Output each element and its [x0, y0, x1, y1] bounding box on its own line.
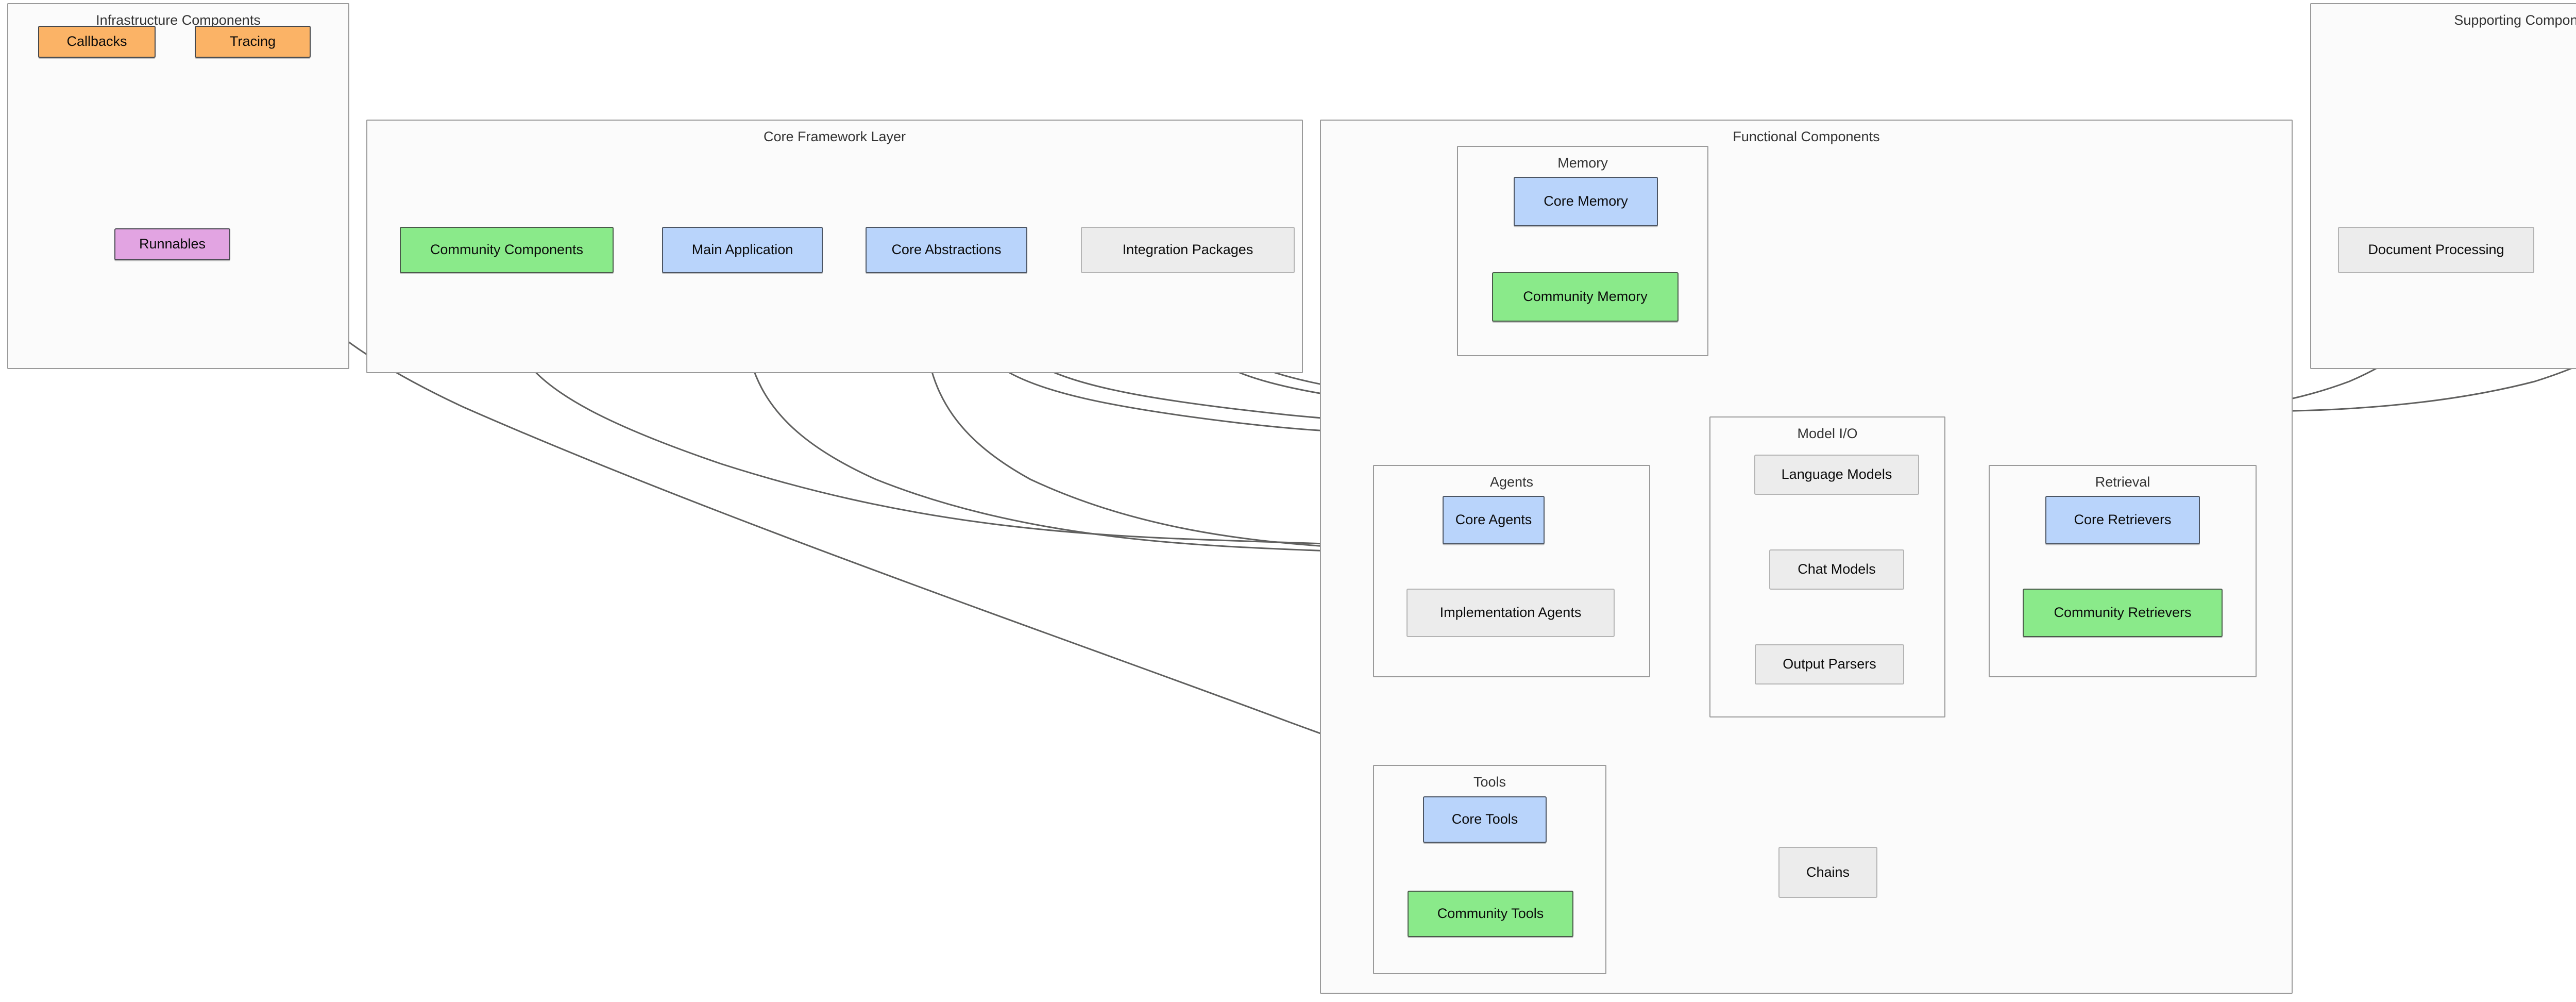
node-community-memory-label: Community Memory — [1523, 289, 1648, 305]
node-community-tools-label: Community Tools — [1437, 906, 1544, 922]
cluster-tools-title: Tools — [1473, 774, 1506, 790]
cluster-model-io-title: Model I/O — [1797, 426, 1858, 441]
node-core-abstractions[interactable]: Core Abstractions — [866, 227, 1027, 273]
node-document-processing-label: Document Processing — [2368, 242, 2504, 258]
node-community-components-label: Community Components — [430, 242, 584, 258]
cluster-retrieval-title: Retrieval — [2095, 474, 2150, 490]
node-callbacks[interactable]: Callbacks — [38, 26, 156, 58]
node-core-agents-label: Core Agents — [1455, 512, 1532, 528]
cluster-agents-title: Agents — [1489, 474, 1534, 490]
node-chains[interactable]: Chains — [1778, 847, 1877, 898]
node-language-models-label: Language Models — [1781, 466, 1892, 482]
node-language-models[interactable]: Language Models — [1754, 455, 1919, 495]
node-integration-packages-label: Integration Packages — [1122, 242, 1253, 258]
node-core-memory[interactable]: Core Memory — [1514, 177, 1658, 226]
cluster-infrastructure-title: Infrastructure Components — [96, 12, 261, 28]
node-integration-packages[interactable]: Integration Packages — [1081, 227, 1295, 273]
node-chat-models-label: Chat Models — [1798, 561, 1876, 577]
cluster-functional-title: Functional Components — [1733, 129, 1880, 144]
cluster-supporting-title: Supporting Components — [2454, 12, 2576, 28]
node-runnables-label: Runnables — [139, 236, 206, 252]
node-community-memory[interactable]: Community Memory — [1492, 272, 1679, 322]
cluster-core-framework-title: Core Framework Layer — [763, 129, 906, 144]
node-implementation-agents[interactable]: Implementation Agents — [1406, 589, 1615, 637]
node-output-parsers[interactable]: Output Parsers — [1755, 644, 1904, 684]
node-implementation-agents-label: Implementation Agents — [1439, 605, 1582, 621]
node-chat-models[interactable]: Chat Models — [1769, 549, 1904, 590]
node-runnables[interactable]: Runnables — [114, 228, 230, 260]
node-core-retrievers[interactable]: Core Retrievers — [2045, 496, 2200, 544]
cluster-memory-title: Memory — [1557, 155, 1608, 171]
cluster-supporting: Supporting Components — [2310, 3, 2576, 369]
node-document-processing[interactable]: Document Processing — [2338, 227, 2534, 273]
node-core-tools-label: Core Tools — [1451, 811, 1518, 827]
node-tracing-label: Tracing — [229, 34, 276, 49]
node-core-retrievers-label: Core Retrievers — [2074, 512, 2172, 528]
node-community-tools[interactable]: Community Tools — [1408, 891, 1573, 937]
node-core-tools[interactable]: Core Tools — [1423, 796, 1547, 843]
node-chains-label: Chains — [1806, 864, 1850, 880]
node-output-parsers-label: Output Parsers — [1783, 656, 1876, 672]
node-main-application-label: Main Application — [691, 242, 793, 258]
node-community-retrievers-label: Community Retrievers — [2054, 605, 2192, 621]
node-core-abstractions-label: Core Abstractions — [891, 242, 1002, 258]
cluster-infrastructure: Infrastructure Components — [7, 3, 349, 369]
node-callbacks-label: Callbacks — [66, 34, 127, 49]
node-core-memory-label: Core Memory — [1544, 193, 1628, 209]
node-main-application[interactable]: Main Application — [662, 227, 823, 273]
node-tracing[interactable]: Tracing — [195, 26, 311, 58]
node-community-retrievers[interactable]: Community Retrievers — [2023, 589, 2223, 637]
node-community-components[interactable]: Community Components — [400, 227, 614, 273]
node-core-agents[interactable]: Core Agents — [1443, 496, 1545, 544]
